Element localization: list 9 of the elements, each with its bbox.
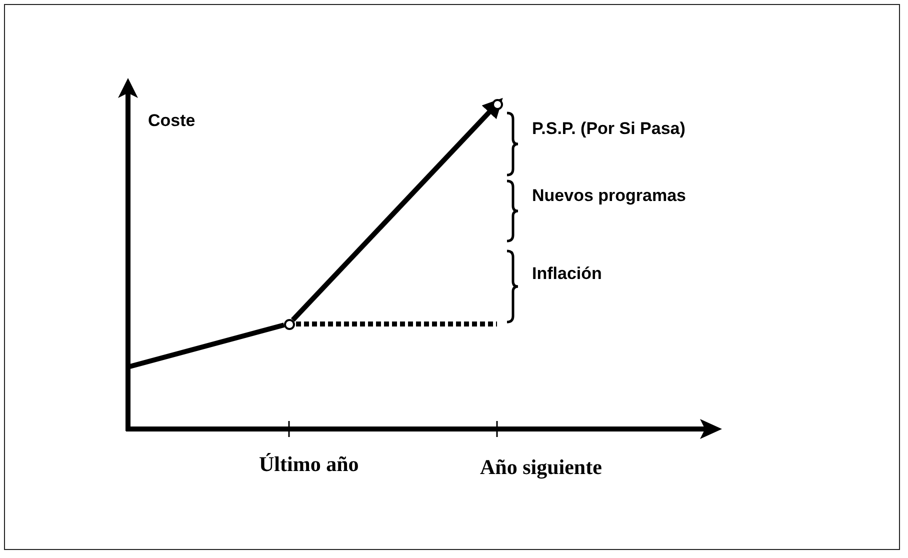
brace-label: Inflación [532, 264, 602, 284]
axis-tick-label: Año siguiente [480, 455, 602, 480]
point-marker [492, 98, 502, 110]
axis-label: Coste [148, 111, 196, 132]
brace-label: Nuevos programas [532, 186, 686, 206]
arrow [290, 98, 503, 322]
brace-label: P.S.P. (Por Si Pasa) [532, 119, 686, 140]
point-marker [284, 318, 294, 330]
axis-tick-label: Último año [259, 452, 359, 478]
